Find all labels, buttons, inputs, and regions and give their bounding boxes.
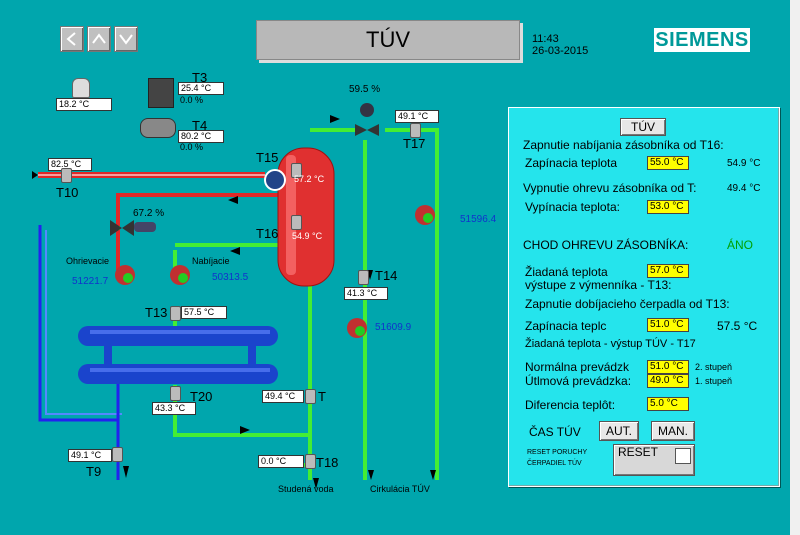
manual-button[interactable]: MAN. <box>651 421 695 441</box>
heating-value: ÁNO <box>727 238 754 252</box>
required-temp-label: Žiadaná teplota <box>525 265 608 279</box>
t10-label: T10 <box>56 185 79 200</box>
cold-water-temp: 49.4 °C <box>262 390 304 403</box>
top-valve-percent: 59.5 % <box>349 84 381 95</box>
normal-stage: 2. stupeň <box>695 362 733 372</box>
on-temp-value[interactable]: 55.0 °C <box>647 156 689 170</box>
heating-label: CHOD OHREVU ZÁSOBNÍKA: <box>523 238 689 252</box>
reset-label: RESET PORUCHY <box>527 449 588 456</box>
page-title: TÚV <box>366 27 410 52</box>
title-plate: TÚV <box>256 20 520 60</box>
clock-date: 26-03-2015 <box>532 45 589 57</box>
t13-temp: 57.5 °C <box>181 306 227 319</box>
on-temp-label: Zapínacia teplota <box>525 156 618 170</box>
t9-sensor <box>112 447 123 462</box>
t9-temp: 49.1 °C <box>68 449 112 462</box>
t4-percent: 0.0 % <box>180 142 204 152</box>
t4-label: T4 <box>192 118 208 133</box>
t16-sensor <box>291 215 302 230</box>
back-arrow-icon <box>66 32 76 46</box>
outdoor-icon <box>72 78 90 98</box>
cold-water-label: T <box>318 389 326 404</box>
heating-pump-label: Ohrievacie <box>66 256 110 266</box>
pump-on-value[interactable]: 51.0 °C <box>647 318 689 332</box>
t17-label: T17 <box>403 136 426 151</box>
cold-water-text: Studená voda <box>278 484 334 494</box>
up-button[interactable] <box>87 26 111 52</box>
diff-label: Diferencia teplôt: <box>525 398 616 412</box>
back-button[interactable] <box>60 26 84 52</box>
window-scrollbar[interactable] <box>790 0 800 535</box>
clock-time: 11:43 <box>532 33 559 45</box>
required-temp-value[interactable]: 57.0 °C <box>647 264 689 278</box>
off-actual: 49.4 °C <box>727 183 761 194</box>
t18-sensor <box>305 454 316 469</box>
pump-right-hours: 51596.4 <box>460 214 497 225</box>
t16-label: T16 <box>256 226 279 241</box>
reduced-value[interactable]: 49.0 °C <box>647 374 689 388</box>
auto-button[interactable]: AUT. <box>599 421 639 441</box>
outdoor-temp: 18.2 °C <box>56 98 112 111</box>
brand-text: SIEMENS <box>655 29 749 51</box>
circulation-pump-hours: 51609.9 <box>375 322 412 333</box>
reset-button[interactable]: RESET <box>613 444 695 476</box>
tuv-button[interactable]: TÚV <box>620 118 666 136</box>
t14-sensor <box>358 270 369 285</box>
time-label: ČAS TÚV <box>529 425 581 439</box>
t13-label: T13 <box>145 305 168 320</box>
output-temp-label: Žiadaná teplota - výstup TÚV - T17 <box>525 338 696 350</box>
reset-button-label: RESET <box>618 445 659 459</box>
t15-label: T15 <box>256 150 279 165</box>
t20-sensor <box>170 386 181 401</box>
down-arrow-icon <box>119 34 133 45</box>
reset-label-2: ČERPADIEL TÚV <box>527 460 582 467</box>
t20-temp: 43.3 °C <box>152 402 196 415</box>
charging-pump-hours: 50313.5 <box>212 272 249 283</box>
normal-label: Normálna prevádzk <box>525 360 630 374</box>
diff-value[interactable]: 5.0 °C <box>647 397 689 411</box>
cold-water-sensor <box>305 389 316 404</box>
off-temp-label: Vypínacia teplota: <box>525 200 620 214</box>
pump-on-label: Zapínacia teplc <box>525 319 607 333</box>
t15-temp: 57.2 °C <box>294 174 325 184</box>
burner-icon <box>140 118 176 138</box>
circulation-text: Cirkulácia TÚV <box>370 484 430 494</box>
pump-title: Zapnutie dobíjacieho čerpadla od T13: <box>525 297 730 311</box>
t10-sensor <box>61 168 72 183</box>
t15-sensor <box>291 163 302 178</box>
control-panel: TÚV Zapnutie nabíjania zásobníka od T16:… <box>508 107 780 487</box>
t9-label: T9 <box>86 464 102 479</box>
up-arrow-icon <box>92 33 106 44</box>
charging-pump-label: Nabíjacie <box>192 256 230 266</box>
boiler-icon <box>148 78 174 108</box>
mix-valve-percent: 67.2 % <box>133 208 165 219</box>
t16-temp: 54.9 °C <box>292 231 323 241</box>
t20-label: T20 <box>190 389 213 404</box>
reset-indicator <box>675 448 691 464</box>
t17-temp: 49.1 °C <box>395 110 439 123</box>
t14-temp: 41.3 °C <box>344 287 388 300</box>
required-temp-label-2: výstupe z výmenníka - T13: <box>525 278 672 292</box>
siemens-logo: SIEMENS <box>654 28 750 52</box>
off-temp-value[interactable]: 53.0 °C <box>647 200 689 214</box>
t3-temp: 25.4 °C <box>178 82 224 95</box>
t18-temp: 0.0 °C <box>258 455 304 468</box>
heating-pump-hours: 51221.7 <box>72 276 109 287</box>
t17-sensor <box>410 123 421 138</box>
reduced-label: Útlmová prevádzka: <box>525 374 632 388</box>
down-button[interactable] <box>114 26 138 52</box>
t4-temp: 80.2 °C <box>178 130 224 143</box>
t18-label: T18 <box>316 455 339 470</box>
t14-label: T14 <box>375 268 398 283</box>
charge-title: Zapnutie nabíjania zásobníka od T16: <box>523 138 724 152</box>
t3-label: T3 <box>192 70 208 85</box>
reduced-stage: 1. stupeň <box>695 376 733 386</box>
pump-on-actual: 57.5 °C <box>717 319 758 333</box>
on-temp-actual: 54.9 °C <box>727 158 761 169</box>
off-title: Vypnutie ohrevu zásobníka od T: <box>523 181 697 195</box>
t13-sensor <box>170 306 181 321</box>
t3-percent: 0.0 % <box>180 95 204 105</box>
normal-value[interactable]: 51.0 °C <box>647 360 689 374</box>
